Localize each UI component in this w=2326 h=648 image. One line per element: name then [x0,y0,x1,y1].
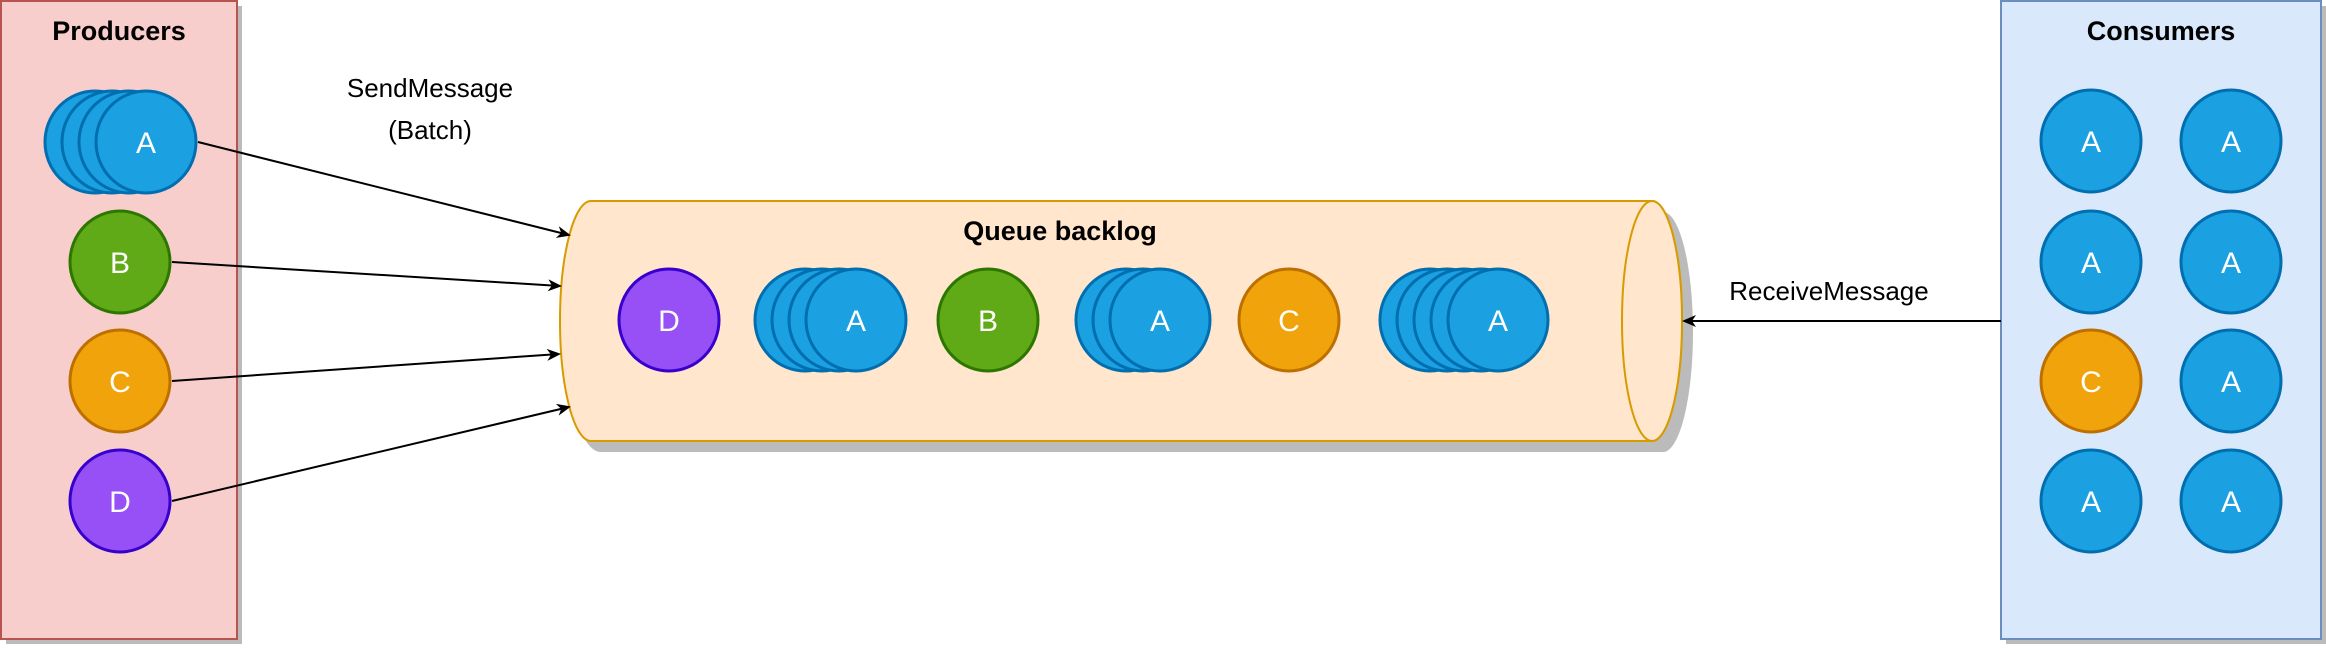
queue-title: Queue backlog [963,216,1157,246]
consumer-3: A [2179,209,2283,315]
consumer-4: C [2039,328,2143,434]
message-letter: A [2081,126,2101,159]
producer-c: C [68,328,172,434]
message-letter: C [1278,305,1300,338]
message-circle [68,328,172,434]
send-message-batch-label: (Batch) [388,115,472,145]
producers-panel: Producers A B C D [0,0,242,644]
message-letter: A [2221,126,2241,159]
send-arrow-b [171,261,562,292]
consumer-7: A [2179,448,2283,554]
message-circle [94,89,198,195]
message-circle [2039,88,2143,194]
producers-title: Producers [52,16,186,46]
send-arrow-c [171,348,561,382]
message-letter: D [658,305,680,338]
message-circle [2179,88,2283,194]
message-circle [2039,209,2143,315]
message-letter: A [2081,247,2101,280]
queue-message-4: C [1237,267,1341,373]
message-circle [68,448,172,554]
message-circle [2039,448,2143,554]
message-letter: A [2221,366,2241,399]
producer-b: B [68,209,172,315]
message-letter: A [2221,247,2241,280]
message-circle [804,267,908,373]
producer-a: A [43,89,198,195]
message-letter: A [136,127,156,160]
message-letter: B [978,305,998,338]
send-arrow-a [197,141,571,238]
consumers-panel: Consumers A A A A C A A A [2000,0,2326,644]
message-circle [68,209,172,315]
message-letter: D [109,486,131,519]
message-letter: C [109,366,131,399]
message-circle [2039,328,2143,434]
message-circle [1237,267,1341,373]
consumer-6: A [2039,448,2143,554]
message-circle [2179,448,2283,554]
queue-message-1: A [753,267,908,373]
message-letter: A [1150,305,1170,338]
message-letter: A [2221,486,2241,519]
queue-backlog: Queue backlog D A B A C A [559,200,1693,452]
message-circle [2179,328,2283,434]
message-circle [2179,209,2283,315]
consumer-5: A [2179,328,2283,434]
consumer-1: A [2179,88,2283,194]
message-circle [617,267,721,373]
queue-message-2: B [936,267,1040,373]
message-letter: A [846,305,866,338]
message-letter: C [2080,366,2102,399]
message-circle [1108,267,1212,373]
consumer-0: A [2039,88,2143,194]
consumer-2: A [2039,209,2143,315]
message-circle [1446,267,1550,373]
send-message-label: SendMessage [347,73,513,103]
message-letter: A [1488,305,1508,338]
message-letter: A [2081,486,2101,519]
message-letter: B [110,247,130,280]
send-arrow-d [171,403,571,502]
message-circle [936,267,1040,373]
producer-d: D [68,448,172,554]
queue-message-5: A [1378,267,1550,373]
consumers-title: Consumers [2087,16,2236,46]
receive-message-label: ReceiveMessage [1729,276,1928,306]
queue-message-3: A [1074,267,1212,373]
queue-message-0: D [617,267,721,373]
